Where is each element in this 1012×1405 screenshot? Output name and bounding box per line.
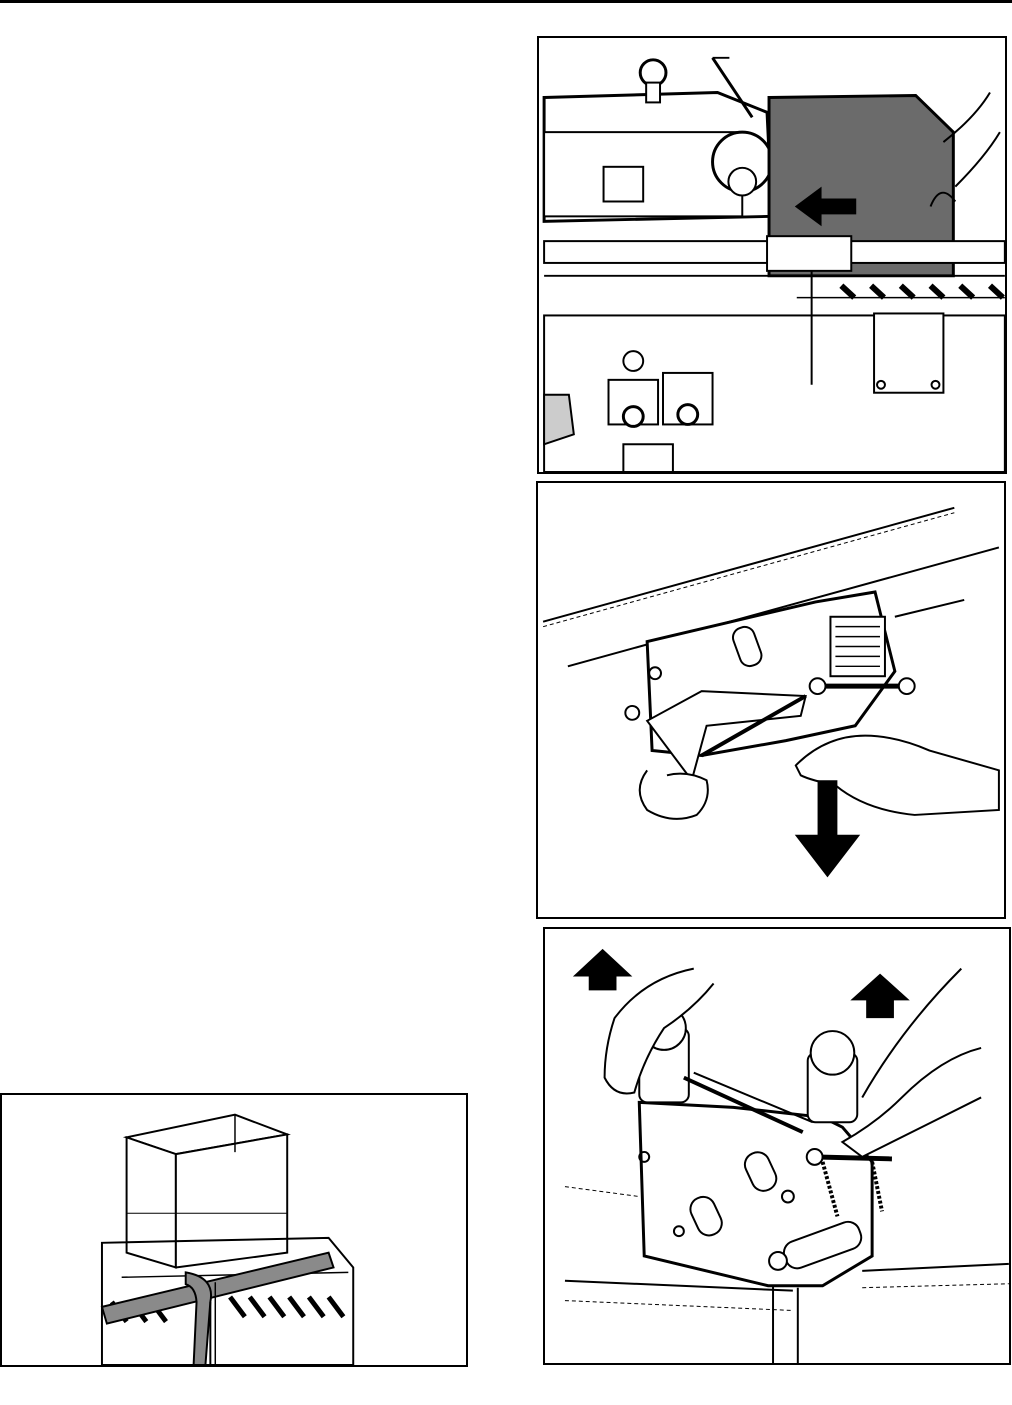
- figure-head-lift: [543, 927, 1011, 1365]
- figure-box-on-rollers: [0, 1093, 468, 1367]
- header-rule: [0, 0, 1012, 3]
- head-lift-illustration: [545, 929, 1009, 1363]
- box-feed-illustration: [539, 38, 1005, 472]
- figure-box-feed: [537, 36, 1007, 474]
- figure-head-removal: [536, 481, 1006, 919]
- head-removal-illustration: [538, 483, 1004, 917]
- box-on-rollers-illustration: [2, 1095, 466, 1365]
